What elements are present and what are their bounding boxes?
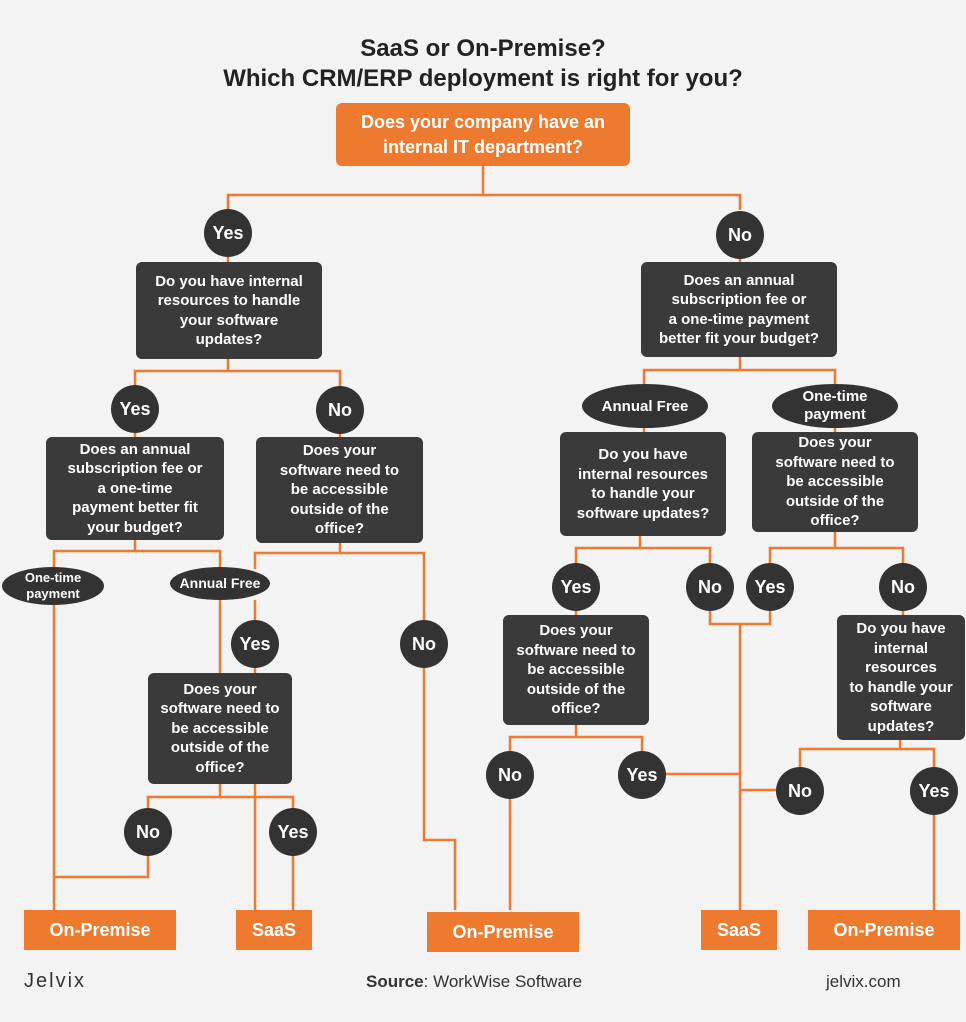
answer-yes-right-onetime-accessible: Yes: [746, 563, 794, 611]
answer-yes-left-annual-accessible: Yes: [269, 808, 317, 856]
answer-yes-left-resources: Yes: [111, 385, 159, 433]
answer-no-right-annual-resources: No: [686, 563, 734, 611]
answer-annual-free-right: Annual Free: [582, 384, 708, 428]
answer-no-left-resources: No: [316, 386, 364, 434]
page-title-line-2: Which CRM/ERP deployment is right for yo…: [223, 65, 743, 92]
answer-yes-right-onetime-resources: Yes: [910, 767, 958, 815]
answer-yes-left-annual: Yes: [231, 620, 279, 668]
question-right-onetime-accessible: Does your software need to be accessible…: [752, 432, 918, 532]
question-left-accessible-outside: Does your software need to be accessible…: [256, 437, 423, 543]
answer-yes-it: Yes: [204, 209, 252, 257]
answer-annual-free-left: Annual Free: [170, 567, 270, 600]
question-right-annual-accessible: Does your software need to be accessible…: [503, 615, 649, 725]
brand-logo: Jelvix: [24, 970, 87, 992]
result-saas-2: SaaS: [701, 910, 777, 950]
source-credit: Source: WorkWise Software: [366, 972, 582, 992]
answer-yes-right-annual-resources: Yes: [552, 563, 600, 611]
answer-no-right-onetime-resources: No: [776, 767, 824, 815]
question-left-internal-resources: Do you have internal resources to handle…: [136, 262, 322, 359]
question-right-annual-resources: Do you have internal resources to handle…: [560, 432, 726, 536]
source-label: Source: [366, 972, 424, 991]
source-value: : WorkWise Software: [423, 972, 583, 991]
question-right-onetime-resources: Do you have internal resources to handle…: [837, 615, 965, 740]
question-it-department: Does your company have an internal IT de…: [336, 103, 630, 166]
page-title-line-1: SaaS or On-Premise?: [360, 35, 606, 62]
site-url: jelvix.com: [826, 972, 901, 991]
answer-one-time-payment-left: One-time payment: [2, 567, 104, 605]
result-on-premise-3: On-Premise: [808, 910, 960, 950]
question-left-fee-or-payment: Does an annual subscription fee or a one…: [46, 437, 224, 540]
result-on-premise-1: On-Premise: [24, 910, 176, 950]
question-right-fee-or-payment: Does an annual subscription fee or a one…: [641, 262, 837, 357]
answer-no-right-annual-accessible: No: [486, 751, 534, 799]
answer-no-left-annual-accessible: No: [124, 808, 172, 856]
answer-no-right-onetime-accessible: No: [879, 563, 927, 611]
result-saas-1: SaaS: [236, 910, 312, 950]
answer-yes-right-annual-accessible: Yes: [618, 751, 666, 799]
question-left-annual-accessible: Does your software need to be accessible…: [148, 673, 292, 784]
answer-one-time-payment-right: One-time payment: [772, 384, 898, 428]
answer-no-left-accessible: No: [400, 620, 448, 668]
result-on-premise-2: On-Premise: [427, 912, 579, 952]
answer-no-it: No: [716, 211, 764, 259]
